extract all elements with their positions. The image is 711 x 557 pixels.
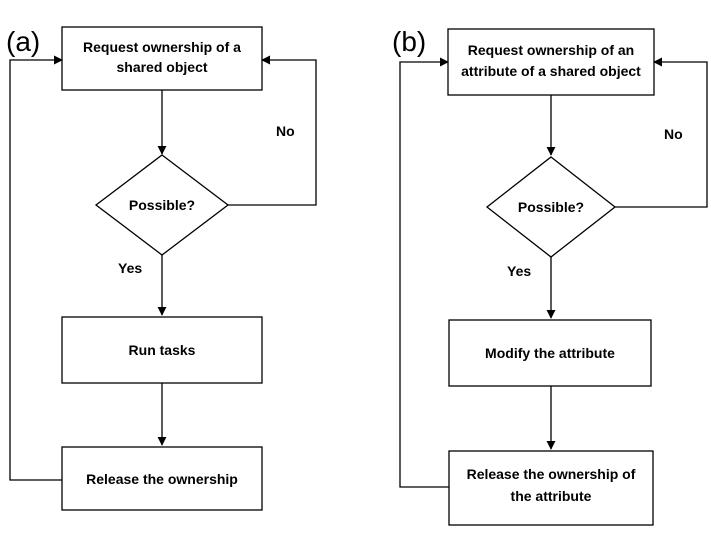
panel-b-modify-text: Modify the attribute — [485, 345, 615, 361]
panel-a-release-text: Release the ownership — [86, 471, 238, 487]
panel-a-request-text-line2: shared object — [116, 59, 207, 75]
panel-b: (b) Request ownership of an attribute of… — [392, 26, 708, 526]
panel-a-request-box — [61, 26, 263, 91]
panel-b-no-loop-arrow — [615, 57, 708, 208]
panel-b-no-label: No — [664, 126, 683, 142]
panel-a-run-box — [61, 316, 263, 384]
panel-b-request-text-line1: Request ownership of an — [468, 42, 634, 58]
panel-a-yes-label: Yes — [118, 260, 142, 276]
panel-b-modify-box — [448, 319, 652, 387]
panel-b-request-text-line2: attribute of a shared object — [461, 63, 641, 79]
panel-b-decision-text: Possible? — [518, 199, 584, 215]
panel-a-run-text: Run tasks — [129, 342, 196, 358]
panel-b-release-box — [448, 450, 654, 526]
panel-a-no-label: No — [276, 123, 295, 139]
panel-a-decision-text: Possible? — [129, 197, 195, 213]
panel-a-request-text-line1: Request ownership of a — [83, 39, 241, 55]
panel-b-release-text-line2: the attribute — [511, 488, 592, 504]
panel-a-release-box — [61, 446, 263, 511]
panel-b-loop-back-arrow — [399, 57, 449, 488]
panel-a: (a) Request ownership of a shared object… — [6, 26, 317, 511]
panel-a-loop-back-arrow — [9, 55, 63, 481]
panel-b-request-box — [447, 28, 655, 96]
panel-a-no-loop-arrow — [228, 55, 317, 206]
panel-a-label: (a) — [6, 26, 40, 57]
panel-b-yes-label: Yes — [507, 263, 531, 279]
panel-b-label: (b) — [392, 26, 426, 57]
panel-b-release-text-line1: Release the ownership of — [467, 466, 636, 482]
